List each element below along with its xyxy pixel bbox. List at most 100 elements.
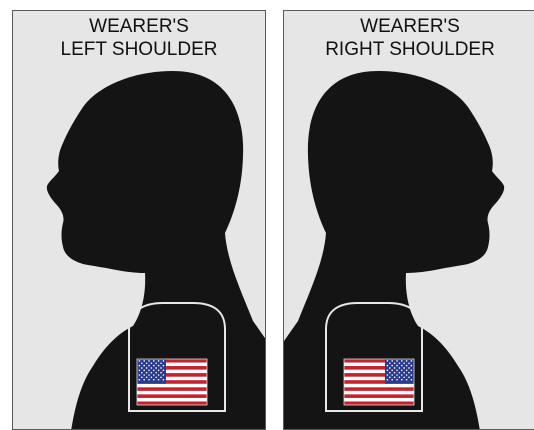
flag-star (155, 362, 157, 364)
flag-star (411, 370, 413, 372)
flag-stripe (137, 391, 207, 395)
flag-star (389, 372, 391, 374)
flag-star (163, 370, 165, 372)
flag-stripe (344, 391, 414, 395)
flag-star (391, 379, 393, 381)
flag-star (387, 365, 389, 367)
flag-star (391, 360, 393, 362)
flag-star (153, 374, 155, 376)
us-flag-icon (137, 359, 207, 405)
flag-star (406, 360, 408, 362)
flag-star (158, 365, 160, 367)
flag-star (155, 367, 157, 369)
flag-star (163, 374, 165, 376)
us-flag-icon (344, 359, 414, 405)
flag-star (394, 362, 396, 364)
flag-star (153, 370, 155, 372)
flag-star (391, 365, 393, 367)
flag-star (151, 367, 153, 369)
flag-star (401, 360, 403, 362)
flag-star (163, 360, 165, 362)
flag-stripe (137, 384, 207, 388)
flag-star (406, 370, 408, 372)
caption-line-1: WEARER'S (13, 16, 265, 38)
flag-star (151, 372, 153, 374)
flag-star (153, 360, 155, 362)
flag-star (394, 377, 396, 379)
flag-star (406, 365, 408, 367)
flag-star (141, 377, 143, 379)
flag-star (396, 370, 398, 372)
flag-star (401, 370, 403, 372)
flag-star (148, 365, 150, 367)
flag-star (160, 372, 162, 374)
flag-star (143, 370, 145, 372)
flag-star (403, 367, 405, 369)
flag-star (387, 374, 389, 376)
flag-star (396, 360, 398, 362)
flag-star (399, 372, 401, 374)
flag-star (163, 379, 165, 381)
flag-star (411, 374, 413, 376)
flag-stripe (344, 384, 414, 388)
flag-star (143, 374, 145, 376)
flag-star (408, 377, 410, 379)
flag-star (139, 370, 141, 372)
flag-star (401, 374, 403, 376)
flag-star (151, 362, 153, 364)
flag-star (155, 372, 157, 374)
flag-stripe (344, 398, 414, 402)
flag-star (141, 362, 143, 364)
flag-star (399, 362, 401, 364)
flag-star (411, 379, 413, 381)
flag-star (158, 360, 160, 362)
flag-star (403, 372, 405, 374)
flag-star (148, 370, 150, 372)
flag-star (158, 374, 160, 376)
flag-star (408, 362, 410, 364)
left-shoulder-panel: WEARER'S LEFT SHOULDER (12, 10, 266, 430)
right-facing-silhouette (284, 11, 534, 430)
flag-star (396, 365, 398, 367)
flag-star (146, 367, 148, 369)
flag-star (403, 362, 405, 364)
flag-star (158, 370, 160, 372)
flag-star (148, 379, 150, 381)
flag-star (411, 360, 413, 362)
flag-star (160, 367, 162, 369)
flag-star (389, 362, 391, 364)
flag-star (139, 379, 141, 381)
flag-stripe (344, 387, 414, 391)
flag-star (408, 367, 410, 369)
flag-star (394, 367, 396, 369)
flag-star (160, 377, 162, 379)
flag-star (143, 365, 145, 367)
flag-stripe (344, 394, 414, 398)
flag-star (389, 367, 391, 369)
flag-star (143, 360, 145, 362)
flag-star (153, 379, 155, 381)
caption-line-1: WEARER'S (284, 16, 534, 38)
flag-star (155, 377, 157, 379)
flag-star (163, 365, 165, 367)
flag-star (387, 379, 389, 381)
flag-star (399, 377, 401, 379)
flag-star (146, 377, 148, 379)
flag-star (408, 372, 410, 374)
flag-star (396, 374, 398, 376)
flag-star (399, 367, 401, 369)
caption-line-2: RIGHT SHOULDER (284, 39, 534, 61)
flag-stripe (137, 387, 207, 391)
flag-star (151, 377, 153, 379)
flag-star (143, 379, 145, 381)
flag-star (139, 374, 141, 376)
flag-star (406, 379, 408, 381)
flag-star (139, 365, 141, 367)
flag-star (401, 379, 403, 381)
flag-star (153, 365, 155, 367)
flag-star (141, 367, 143, 369)
flag-star (148, 360, 150, 362)
flag-star (141, 372, 143, 374)
flag-star (139, 360, 141, 362)
flag-stripe (137, 398, 207, 402)
